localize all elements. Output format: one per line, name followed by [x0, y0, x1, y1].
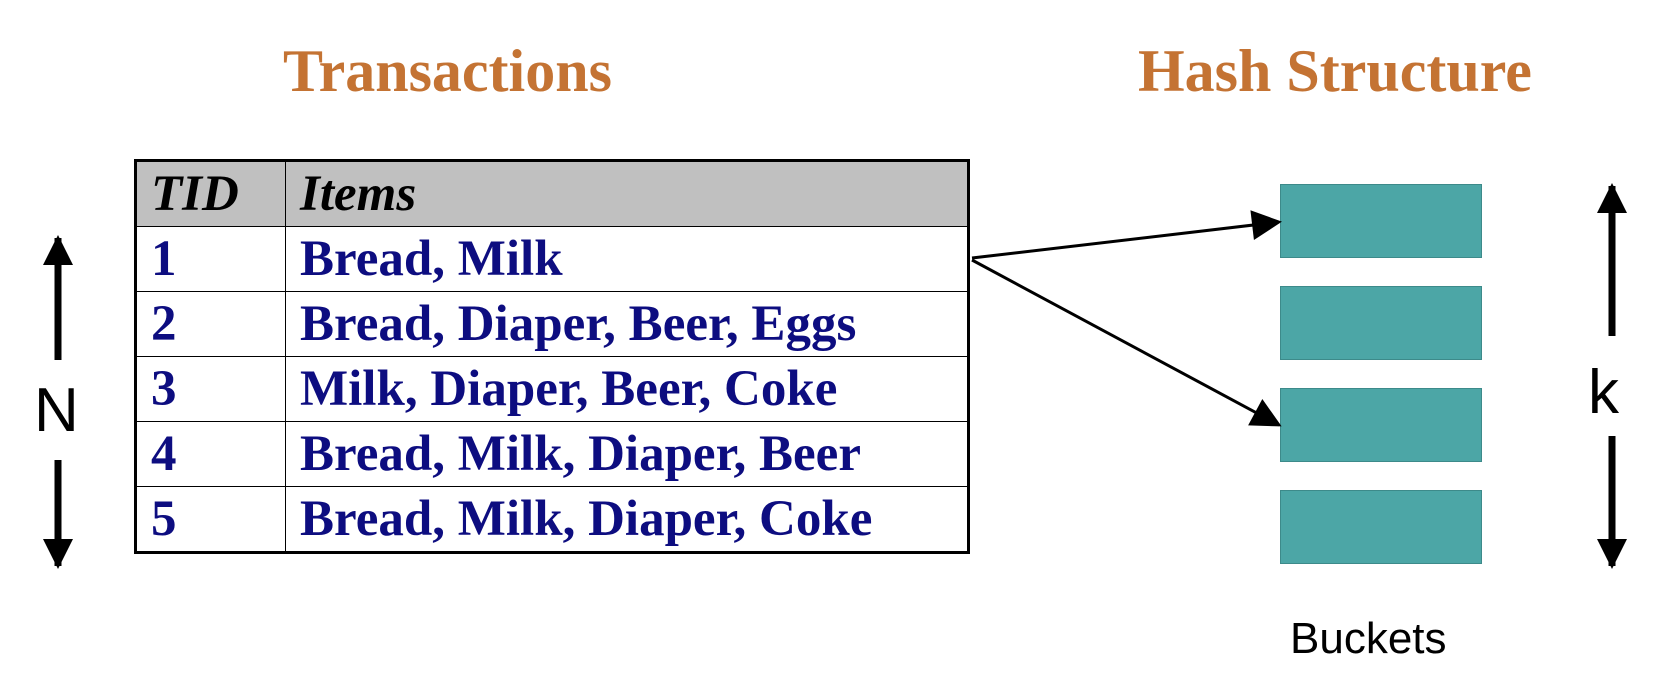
row-tid: 4: [135, 421, 286, 487]
row-items: Bread, Milk, Diaper, Coke: [285, 486, 969, 553]
hash-bucket-2: [1280, 286, 1482, 360]
header-tid: TID: [135, 160, 286, 227]
row-items: Milk, Diaper, Beer, Coke: [285, 356, 969, 422]
arrow-right-icon: [971, 210, 1282, 260]
row-tid: 2: [135, 291, 286, 357]
row-items: Bread, Diaper, Beer, Eggs: [285, 291, 969, 357]
n-label: N: [34, 376, 79, 445]
table-header-row: TID Items: [135, 160, 969, 227]
hash-bucket-4: [1280, 490, 1482, 564]
row-tid: 5: [135, 486, 286, 553]
transactions-title: Transactions: [283, 38, 612, 104]
hash-bucket-3: [1280, 388, 1482, 462]
table-row: 4 Bread, Milk, Diaper, Beer: [135, 421, 969, 487]
table-row: 1 Bread, Milk: [135, 226, 969, 292]
table-row: 5 Bread, Milk, Diaper, Coke: [135, 486, 969, 553]
hash-bucket-1: [1280, 184, 1482, 258]
row-tid: 1: [135, 226, 286, 292]
k-label: k: [1588, 358, 1619, 427]
hash-structure-title: Hash Structure: [1138, 38, 1532, 104]
row-items: Bread, Milk, Diaper, Beer: [285, 421, 969, 487]
table-row: 2 Bread, Diaper, Beer, Eggs: [135, 291, 969, 357]
arrow-right-icon: [971, 258, 1282, 427]
buckets-label: Buckets: [1290, 614, 1447, 663]
row-items: Bread, Milk: [285, 226, 969, 292]
transactions-table: TID Items 1 Bread, Milk 2 Bread, Diaper,…: [134, 159, 970, 554]
header-items: Items: [285, 160, 969, 227]
table-row: 3 Milk, Diaper, Beer, Coke: [135, 356, 969, 422]
row-tid: 3: [135, 356, 286, 422]
